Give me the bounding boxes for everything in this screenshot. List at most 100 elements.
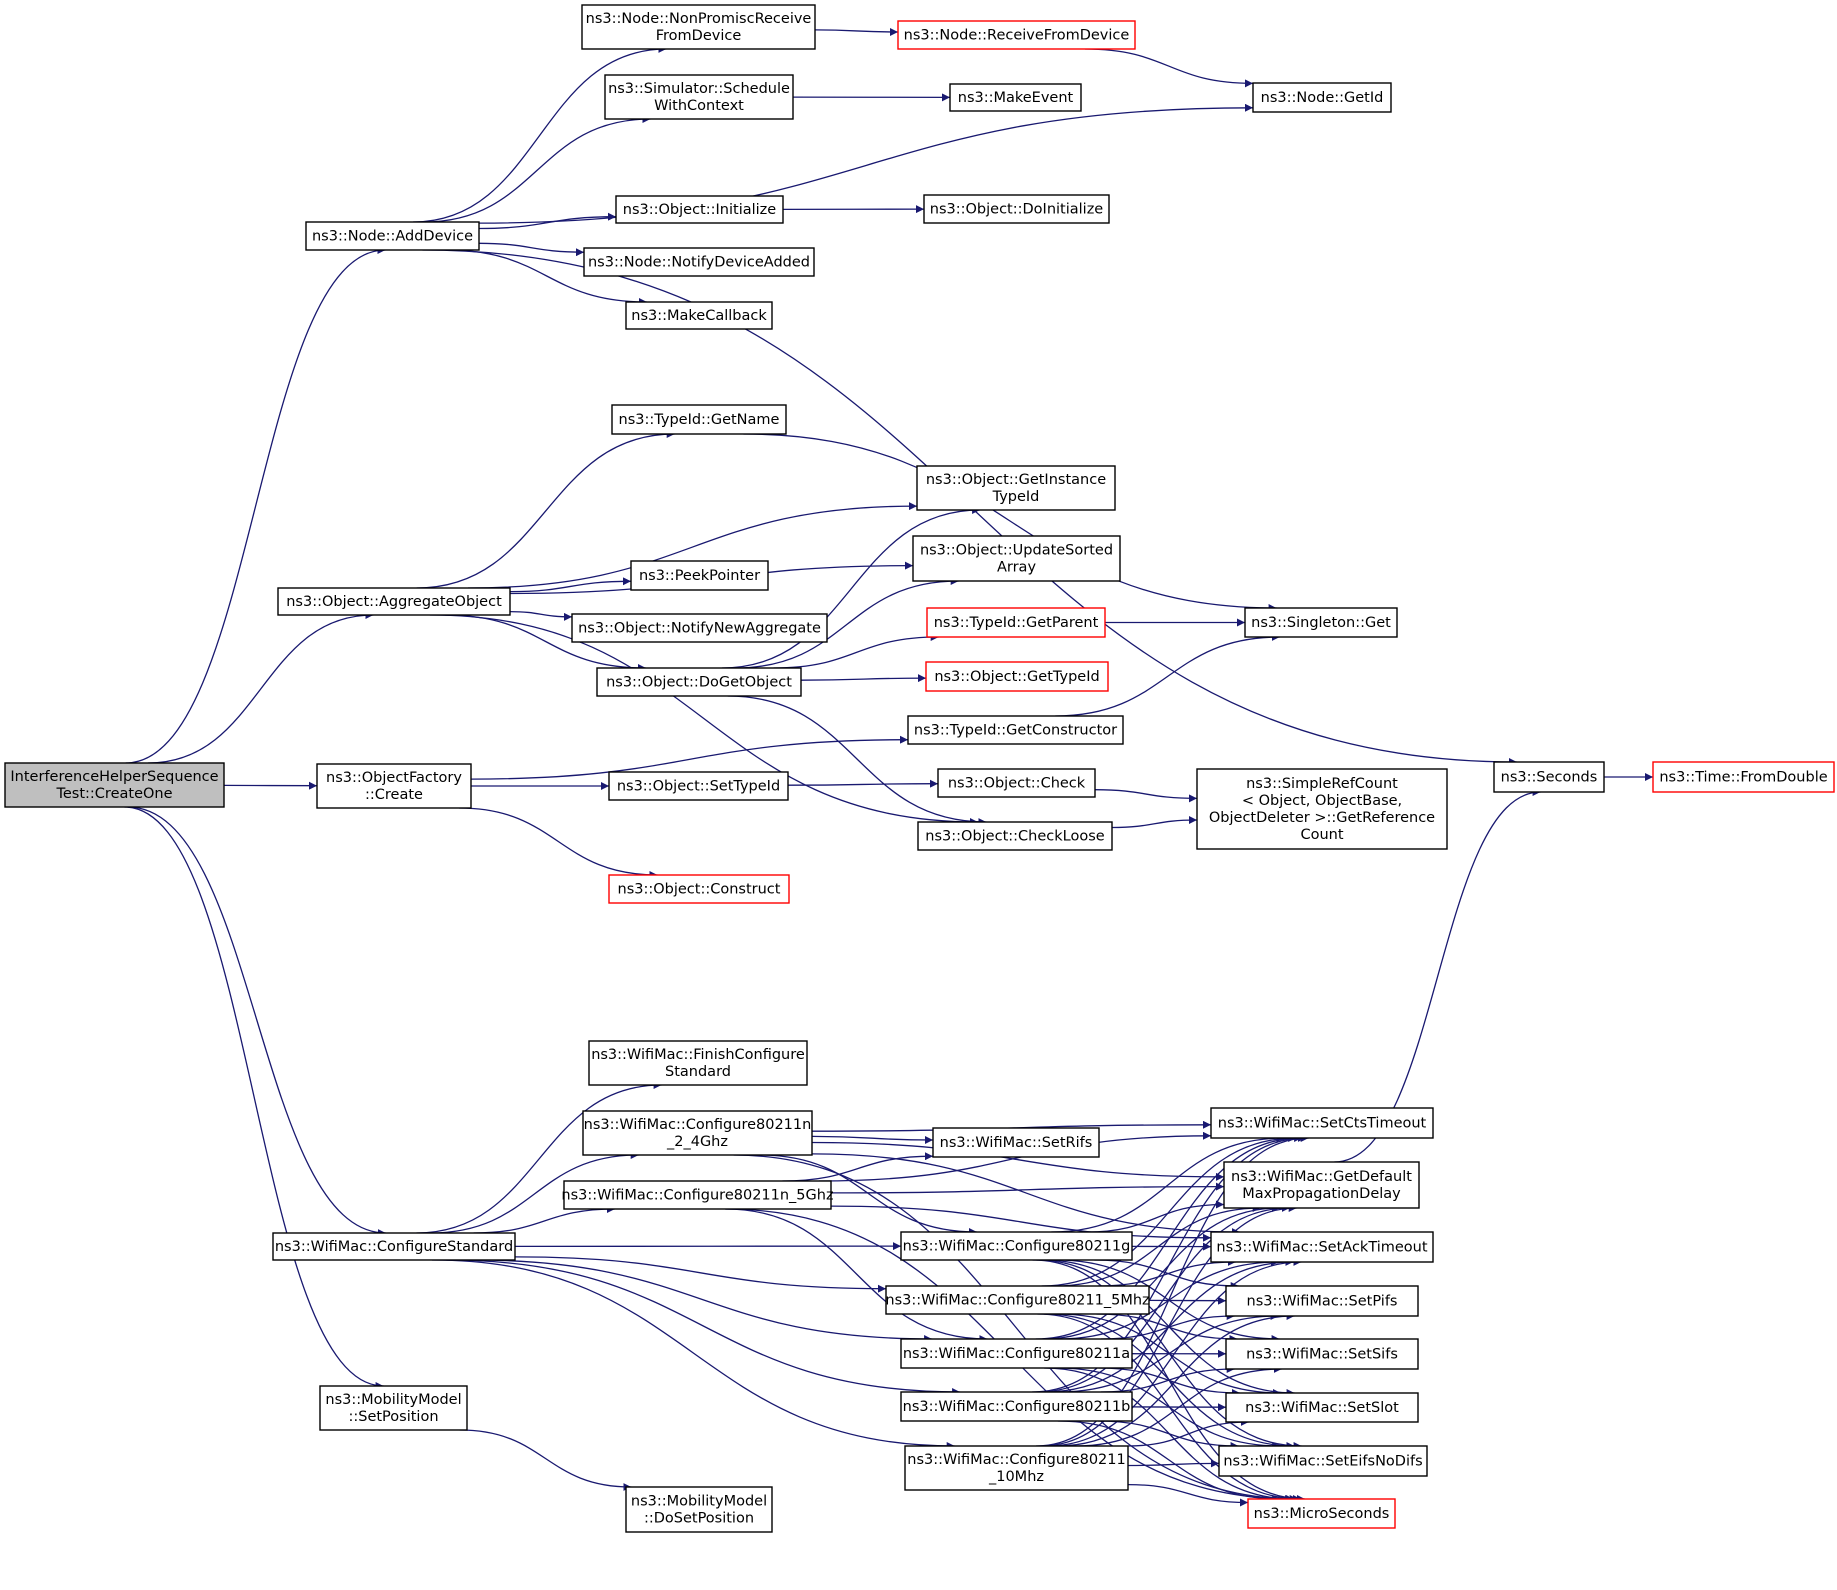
edge-addDevice-to-getId — [478, 103, 1254, 224]
node-label: _2_4Ghz — [666, 1134, 728, 1150]
edge-confStd-to-conf10mhz — [431, 1259, 955, 1450]
node-singGet[interactable]: ns3::Singleton::Get — [1244, 607, 1398, 638]
edge-objCheck-to-simpleRef — [1094, 789, 1198, 803]
node-box — [912, 535, 1121, 582]
node-conf11n24[interactable]: ns3::WifiMac::Configure80211n_2_4Ghz — [582, 1110, 813, 1156]
node-label: WithContext — [654, 98, 744, 114]
node-objGetTid[interactable]: ns3::Object::GetTypeId — [925, 661, 1109, 692]
node-box — [1244, 607, 1398, 638]
node-getMaxProp[interactable]: ns3::WifiMac::GetDefaultMaxPropagationDe… — [1223, 1161, 1420, 1209]
node-peekPtr[interactable]: ns3::PeekPointer — [630, 560, 769, 591]
edge-ofCreate-to-tidGetCtor — [470, 735, 909, 780]
node-setSifs[interactable]: ns3::WifiMac::SetSifs — [1225, 1338, 1419, 1370]
node-getId[interactable]: ns3::Node::GetId — [1252, 82, 1392, 113]
node-label: ::DoSetPosition — [644, 1511, 754, 1527]
node-aggObj[interactable]: ns3::Object::AggregateObject — [277, 587, 511, 616]
node-box — [897, 20, 1136, 50]
node-box — [625, 1486, 773, 1533]
node-label: FromDevice — [656, 28, 742, 44]
node-confStd[interactable]: ns3::WifiMac::ConfigureStandard — [272, 1232, 516, 1261]
node-setTypeId[interactable]: ns3::Object::SetTypeId — [608, 771, 789, 801]
node-box — [923, 194, 1110, 224]
node-label: ns3::WifiMac::Configure80211n_5Ghz — [561, 1188, 833, 1204]
node-label: ns3::Object::Check — [948, 776, 1086, 792]
node-setCts[interactable]: ns3::WifiMac::SetCtsTimeout — [1210, 1107, 1434, 1139]
edge-conf11n24-to-setAck — [811, 1153, 1240, 1236]
node-simpleRef[interactable]: ns3::SimpleRefCount< Object, ObjectBase,… — [1196, 768, 1448, 850]
node-conf11g[interactable]: ns3::WifiMac::Configure80211g — [900, 1231, 1133, 1261]
node-seconds[interactable]: ns3::Seconds — [1493, 761, 1605, 793]
edge-conf11b-to-microSec — [1057, 1420, 1281, 1503]
node-mmDoSetPos[interactable]: ns3::MobilityModel::DoSetPosition — [625, 1486, 773, 1533]
node-objInit[interactable]: ns3::Object::Initialize — [615, 195, 784, 224]
node-root[interactable]: InterferenceHelperSequenceTest::CreateOn… — [4, 762, 225, 808]
node-box — [1218, 1445, 1428, 1477]
node-notifyDev[interactable]: ns3::Node::NotifyDeviceAdded — [583, 247, 815, 277]
node-checkLoose[interactable]: ns3::Object::CheckLoose — [917, 821, 1113, 851]
node-box — [625, 301, 773, 330]
node-recvFromDev[interactable]: ns3::Node::ReceiveFromDevice — [897, 20, 1136, 50]
edge-tidGetName-to-singGet — [743, 433, 1277, 612]
node-box — [581, 4, 816, 50]
node-label: ns3::Object::SetTypeId — [617, 779, 780, 795]
node-label: ns3::Seconds — [1501, 770, 1598, 786]
node-fromDouble[interactable]: ns3::Time::FromDouble — [1652, 761, 1835, 793]
node-notifyAgg[interactable]: ns3::Object::NotifyNewAggregate — [571, 613, 828, 643]
node-conf11a[interactable]: ns3::WifiMac::Configure80211a — [900, 1338, 1133, 1369]
node-mmSetPos[interactable]: ns3::MobilityModel::SetPosition — [319, 1385, 468, 1431]
node-ofCreate[interactable]: ns3::ObjectFactory::Create — [316, 763, 472, 809]
node-doGetObj[interactable]: ns3::Object::DoGetObject — [596, 667, 802, 697]
node-conf5mhz[interactable]: ns3::WifiMac::Configure80211_5Mhz — [885, 1285, 1150, 1315]
edge-conf11b-to-getMaxProp — [1036, 1204, 1290, 1393]
node-box — [907, 715, 1124, 745]
node-addDevice[interactable]: ns3::Node::AddDevice — [305, 221, 480, 251]
edge-conf10mhz-to-microSec — [1127, 1483, 1249, 1507]
node-box — [885, 1285, 1150, 1315]
node-label: ns3::WifiMac::Configure80211b — [903, 1399, 1131, 1415]
edge-tidGetCtor-to-singGet — [1055, 633, 1280, 717]
node-conf11n5[interactable]: ns3::WifiMac::Configure80211n_5Ghz — [561, 1180, 834, 1210]
node-makeEvent[interactable]: ns3::MakeEvent — [949, 83, 1082, 112]
node-box — [1652, 761, 1835, 793]
edge-recvFromDev-to-getId — [1084, 48, 1254, 88]
node-conf10mhz[interactable]: ns3::WifiMac::Configure80211_10Mhz — [904, 1445, 1129, 1491]
node-conf11b[interactable]: ns3::WifiMac::Configure80211b — [900, 1391, 1133, 1422]
node-label: ns3::WifiMac::Configure80211_5Mhz — [885, 1293, 1149, 1309]
edge-conf10mhz-to-setEifs — [1127, 1459, 1220, 1468]
node-label: ns3::Object::DoGetObject — [606, 675, 792, 691]
node-microSec[interactable]: ns3::MicroSeconds — [1247, 1498, 1396, 1529]
node-label: ns3::WifiMac::SetEifsNoDifs — [1223, 1454, 1422, 1470]
edge-confStd-to-conf11b — [446, 1259, 961, 1396]
node-setAck[interactable]: ns3::WifiMac::SetAckTimeout — [1210, 1231, 1434, 1263]
edge-root-to-mmSetPos — [124, 806, 384, 1390]
node-tidGetName[interactable]: ns3::TypeId::GetName — [611, 404, 787, 435]
node-label: ns3::Node::GetId — [1261, 90, 1384, 106]
node-box — [305, 221, 480, 251]
node-construct[interactable]: ns3::Object::Construct — [608, 874, 790, 904]
node-box — [1252, 82, 1392, 113]
node-setEifs[interactable]: ns3::WifiMac::SetEifsNoDifs — [1218, 1445, 1428, 1477]
node-label: ns3::TypeId::GetConstructor — [914, 723, 1117, 739]
node-setPifs[interactable]: ns3::WifiMac::SetPifs — [1225, 1285, 1419, 1317]
node-tidGetParent[interactable]: ns3::TypeId::GetParent — [926, 607, 1106, 638]
node-doInit[interactable]: ns3::Object::DoInitialize — [923, 194, 1110, 224]
node-label: ns3::Object::Construct — [618, 882, 781, 898]
node-tidGetCtor[interactable]: ns3::TypeId::GetConstructor — [907, 715, 1124, 745]
node-label: ns3::ObjectFactory — [326, 770, 462, 786]
edge-aggObj-to-peekPtr — [509, 577, 632, 593]
node-label: ns3::Time::FromDouble — [1659, 770, 1827, 786]
node-setRifs[interactable]: ns3::WifiMac::SetRifs — [932, 1127, 1100, 1158]
node-box — [611, 404, 787, 435]
node-label: ns3::WifiMac::SetPifs — [1247, 1294, 1398, 1310]
node-setSlot[interactable]: ns3::WifiMac::SetSlot — [1225, 1392, 1419, 1423]
edge-conf11b-to-setCts — [1032, 1134, 1306, 1393]
node-objCheck[interactable]: ns3::Object::Check — [937, 768, 1096, 798]
node-label: ns3::Simulator::Schedule — [608, 81, 790, 97]
node-label: ::SetPosition — [348, 1409, 438, 1425]
node-makeCb[interactable]: ns3::MakeCallback — [625, 301, 773, 330]
